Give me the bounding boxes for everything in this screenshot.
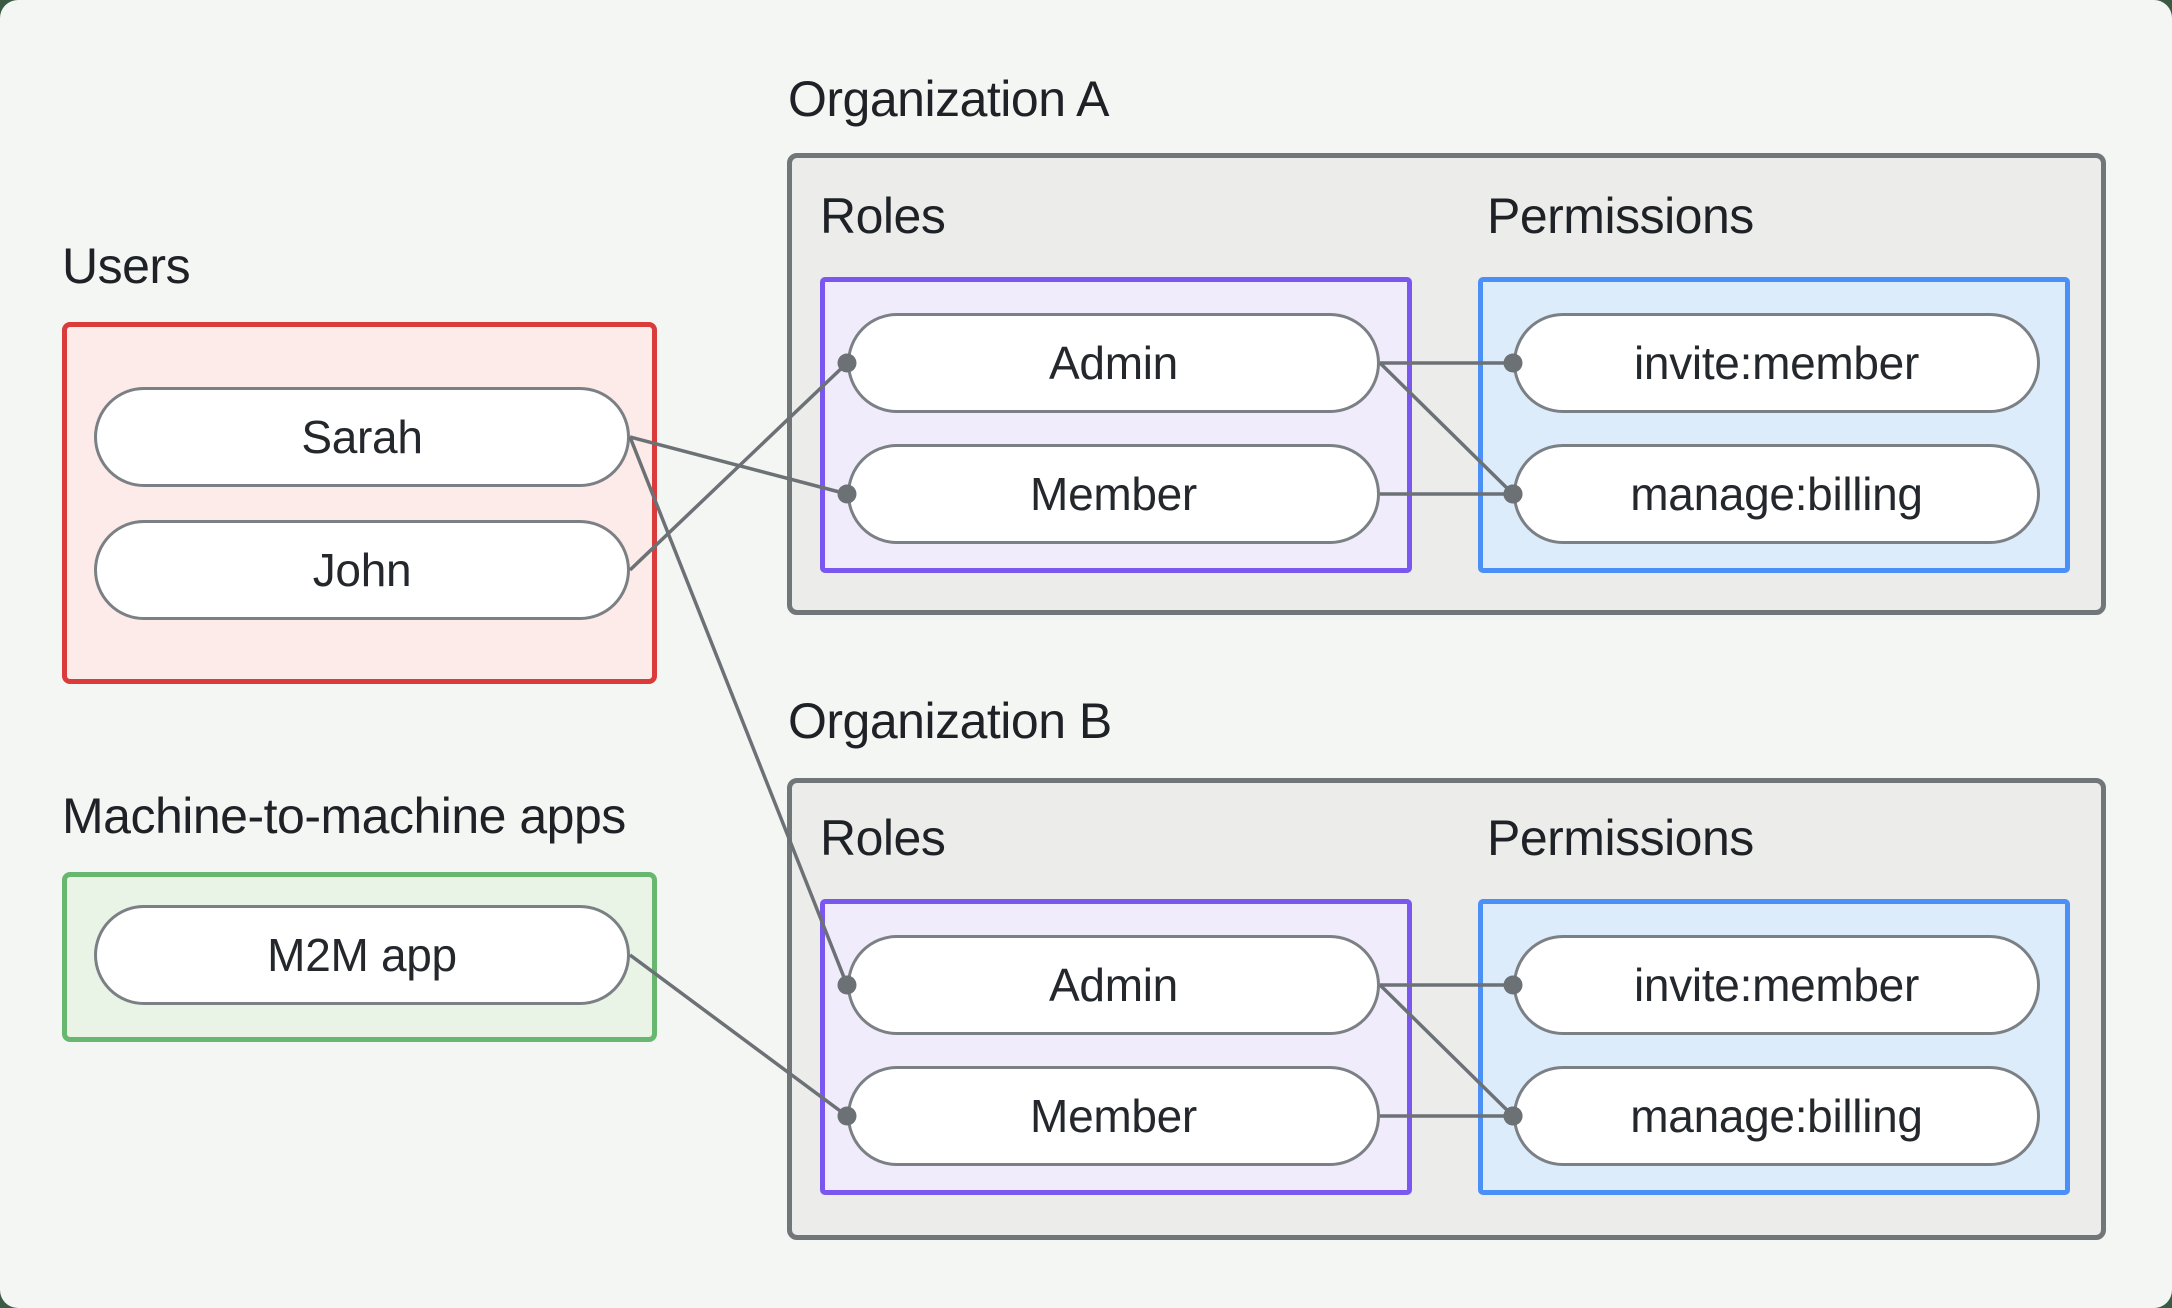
org-a-role-pill-admin: Admin <box>847 313 1380 413</box>
org-b-title: Organization B <box>788 693 1112 749</box>
org-b-permission-pill-manage-billing: manage:billing <box>1513 1066 2040 1166</box>
org-a-roles-label: Roles <box>820 188 946 244</box>
org-a-permission-pill-manage-billing: manage:billing <box>1513 444 2040 544</box>
org-b-roles-label: Roles <box>820 810 946 866</box>
user-pill-sarah-label: Sarah <box>301 411 423 463</box>
user-pill-sarah: Sarah <box>94 387 630 487</box>
m2m-app-pill: M2M app <box>94 905 630 1005</box>
org-b-role-pill-admin: Admin <box>847 935 1380 1035</box>
org-b-role-member-label: Member <box>1030 1090 1197 1142</box>
org-a-title: Organization A <box>788 71 1109 127</box>
org-b-permission-pill-invite-member: invite:member <box>1513 935 2040 1035</box>
org-a-role-admin-label: Admin <box>1049 337 1178 389</box>
users-group-box <box>62 322 657 684</box>
user-pill-john-label: John <box>312 544 412 596</box>
org-b-permission-invite-label: invite:member <box>1634 959 1919 1011</box>
org-a-permissions-label: Permissions <box>1487 188 1754 244</box>
org-b-role-pill-member: Member <box>847 1066 1380 1166</box>
org-a-permission-invite-label: invite:member <box>1634 337 1919 389</box>
m2m-group-label: Machine-to-machine apps <box>62 788 626 844</box>
org-b-permissions-label: Permissions <box>1487 810 1754 866</box>
org-a-role-pill-member: Member <box>847 444 1380 544</box>
user-pill-john: John <box>94 520 630 620</box>
org-a-role-member-label: Member <box>1030 468 1197 520</box>
org-a-permission-pill-invite-member: invite:member <box>1513 313 2040 413</box>
org-b-role-admin-label: Admin <box>1049 959 1178 1011</box>
m2m-app-pill-label: M2M app <box>267 929 457 981</box>
users-group-label: Users <box>62 238 191 294</box>
org-a-permission-billing-label: manage:billing <box>1630 468 1923 520</box>
org-b-permission-billing-label: manage:billing <box>1630 1090 1923 1142</box>
